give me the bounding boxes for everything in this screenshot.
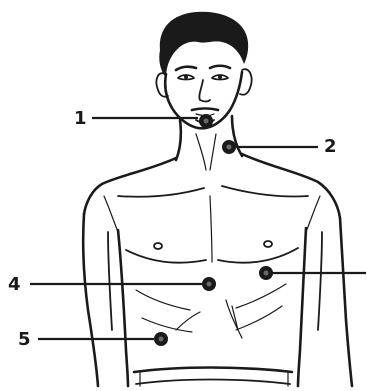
mouth — [192, 109, 218, 111]
marker-label-5: 5 — [18, 329, 31, 350]
left-nipple — [154, 243, 162, 249]
right-eyebrow — [210, 66, 230, 68]
hair — [159, 12, 248, 78]
marker-3 — [259, 266, 366, 280]
marker-2: 2 — [222, 136, 337, 157]
waistband — [134, 368, 292, 373]
marker-label-4: 4 — [8, 274, 21, 295]
left-eyebrow — [176, 67, 196, 70]
marker-label-1: 1 — [74, 108, 87, 129]
marker-label-2: 2 — [324, 136, 337, 157]
right-nipple — [264, 241, 272, 247]
head — [156, 12, 251, 129]
torso — [83, 154, 352, 386]
marker-4: 4 — [8, 274, 216, 295]
nose — [199, 80, 210, 102]
